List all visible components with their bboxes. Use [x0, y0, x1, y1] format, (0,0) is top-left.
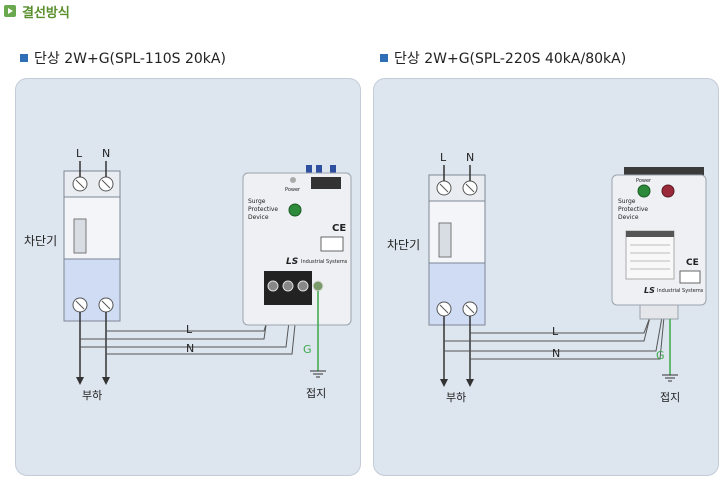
ground-wire-label: G [303, 343, 312, 356]
power-led-icon [288, 203, 302, 217]
breaker-label: 차단기 [24, 234, 57, 248]
device-text-line1: Surge [618, 198, 636, 205]
brand-name: Industrial Systems [301, 259, 348, 265]
ce-mark: CE [686, 258, 699, 268]
brand-mark: LS [286, 257, 298, 267]
ground-label: 접지 [306, 387, 326, 400]
device-text-line1: Surge [248, 198, 266, 205]
square-bullet-icon [380, 54, 388, 62]
ground-symbol-icon [662, 374, 678, 382]
wiring-diagram-110s: L N 차단기 부하 L N Power Surge Protective De… [15, 78, 361, 476]
ground-symbol-icon [310, 370, 326, 378]
status-led-green-icon [637, 184, 651, 198]
load-label: 부하 [82, 388, 102, 402]
terminal-l-label: L [440, 151, 447, 164]
circuit-breaker [63, 170, 121, 322]
power-label: Power [636, 178, 652, 184]
terminal-l-label: L [76, 147, 83, 160]
status-led-red-icon [661, 184, 675, 198]
arrow-bullet-icon [4, 5, 16, 17]
brand-mark: LS [644, 286, 655, 295]
wiring-diagram-220s: L N 차단기 부하 L N Power Surge Protective De… [373, 78, 719, 476]
section-title: 결선방식 [22, 5, 70, 21]
panel-title-2: 단상 2W+G(SPL-220S 40kA/80kA) [380, 48, 626, 68]
device-text-line3: Device [248, 214, 269, 221]
terminal-n-label: N [102, 147, 110, 160]
wire-l-label: L [552, 325, 559, 338]
wire-n-label: N [552, 347, 560, 360]
terminal-n-label: N [466, 151, 474, 164]
wire-n-label: N [186, 342, 194, 355]
ground-wire-label: G [656, 349, 665, 362]
device-text-line2: Protective [248, 206, 278, 213]
circuit-breaker [428, 174, 486, 326]
surge-protective-device: Power Surge Protective Device CE LS Indu… [611, 167, 707, 320]
power-label: Power [285, 187, 301, 193]
square-bullet-icon [20, 54, 28, 62]
device-text-line3: Device [618, 214, 639, 221]
brand-name: Industrial Systems [657, 288, 704, 294]
device-text-line2: Protective [618, 206, 648, 213]
section-header: 결선방식 [4, 2, 70, 21]
ground-label: 접지 [660, 391, 680, 404]
breaker-label: 차단기 [387, 238, 420, 252]
load-label: 부하 [446, 390, 466, 404]
wire-l-label: L [186, 323, 193, 336]
surge-protective-device: Power Surge Protective Device CE LS Indu… [242, 165, 352, 326]
panel-title-1: 단상 2W+G(SPL-110S 20kA) [20, 48, 226, 68]
ce-mark: CE [332, 223, 346, 234]
